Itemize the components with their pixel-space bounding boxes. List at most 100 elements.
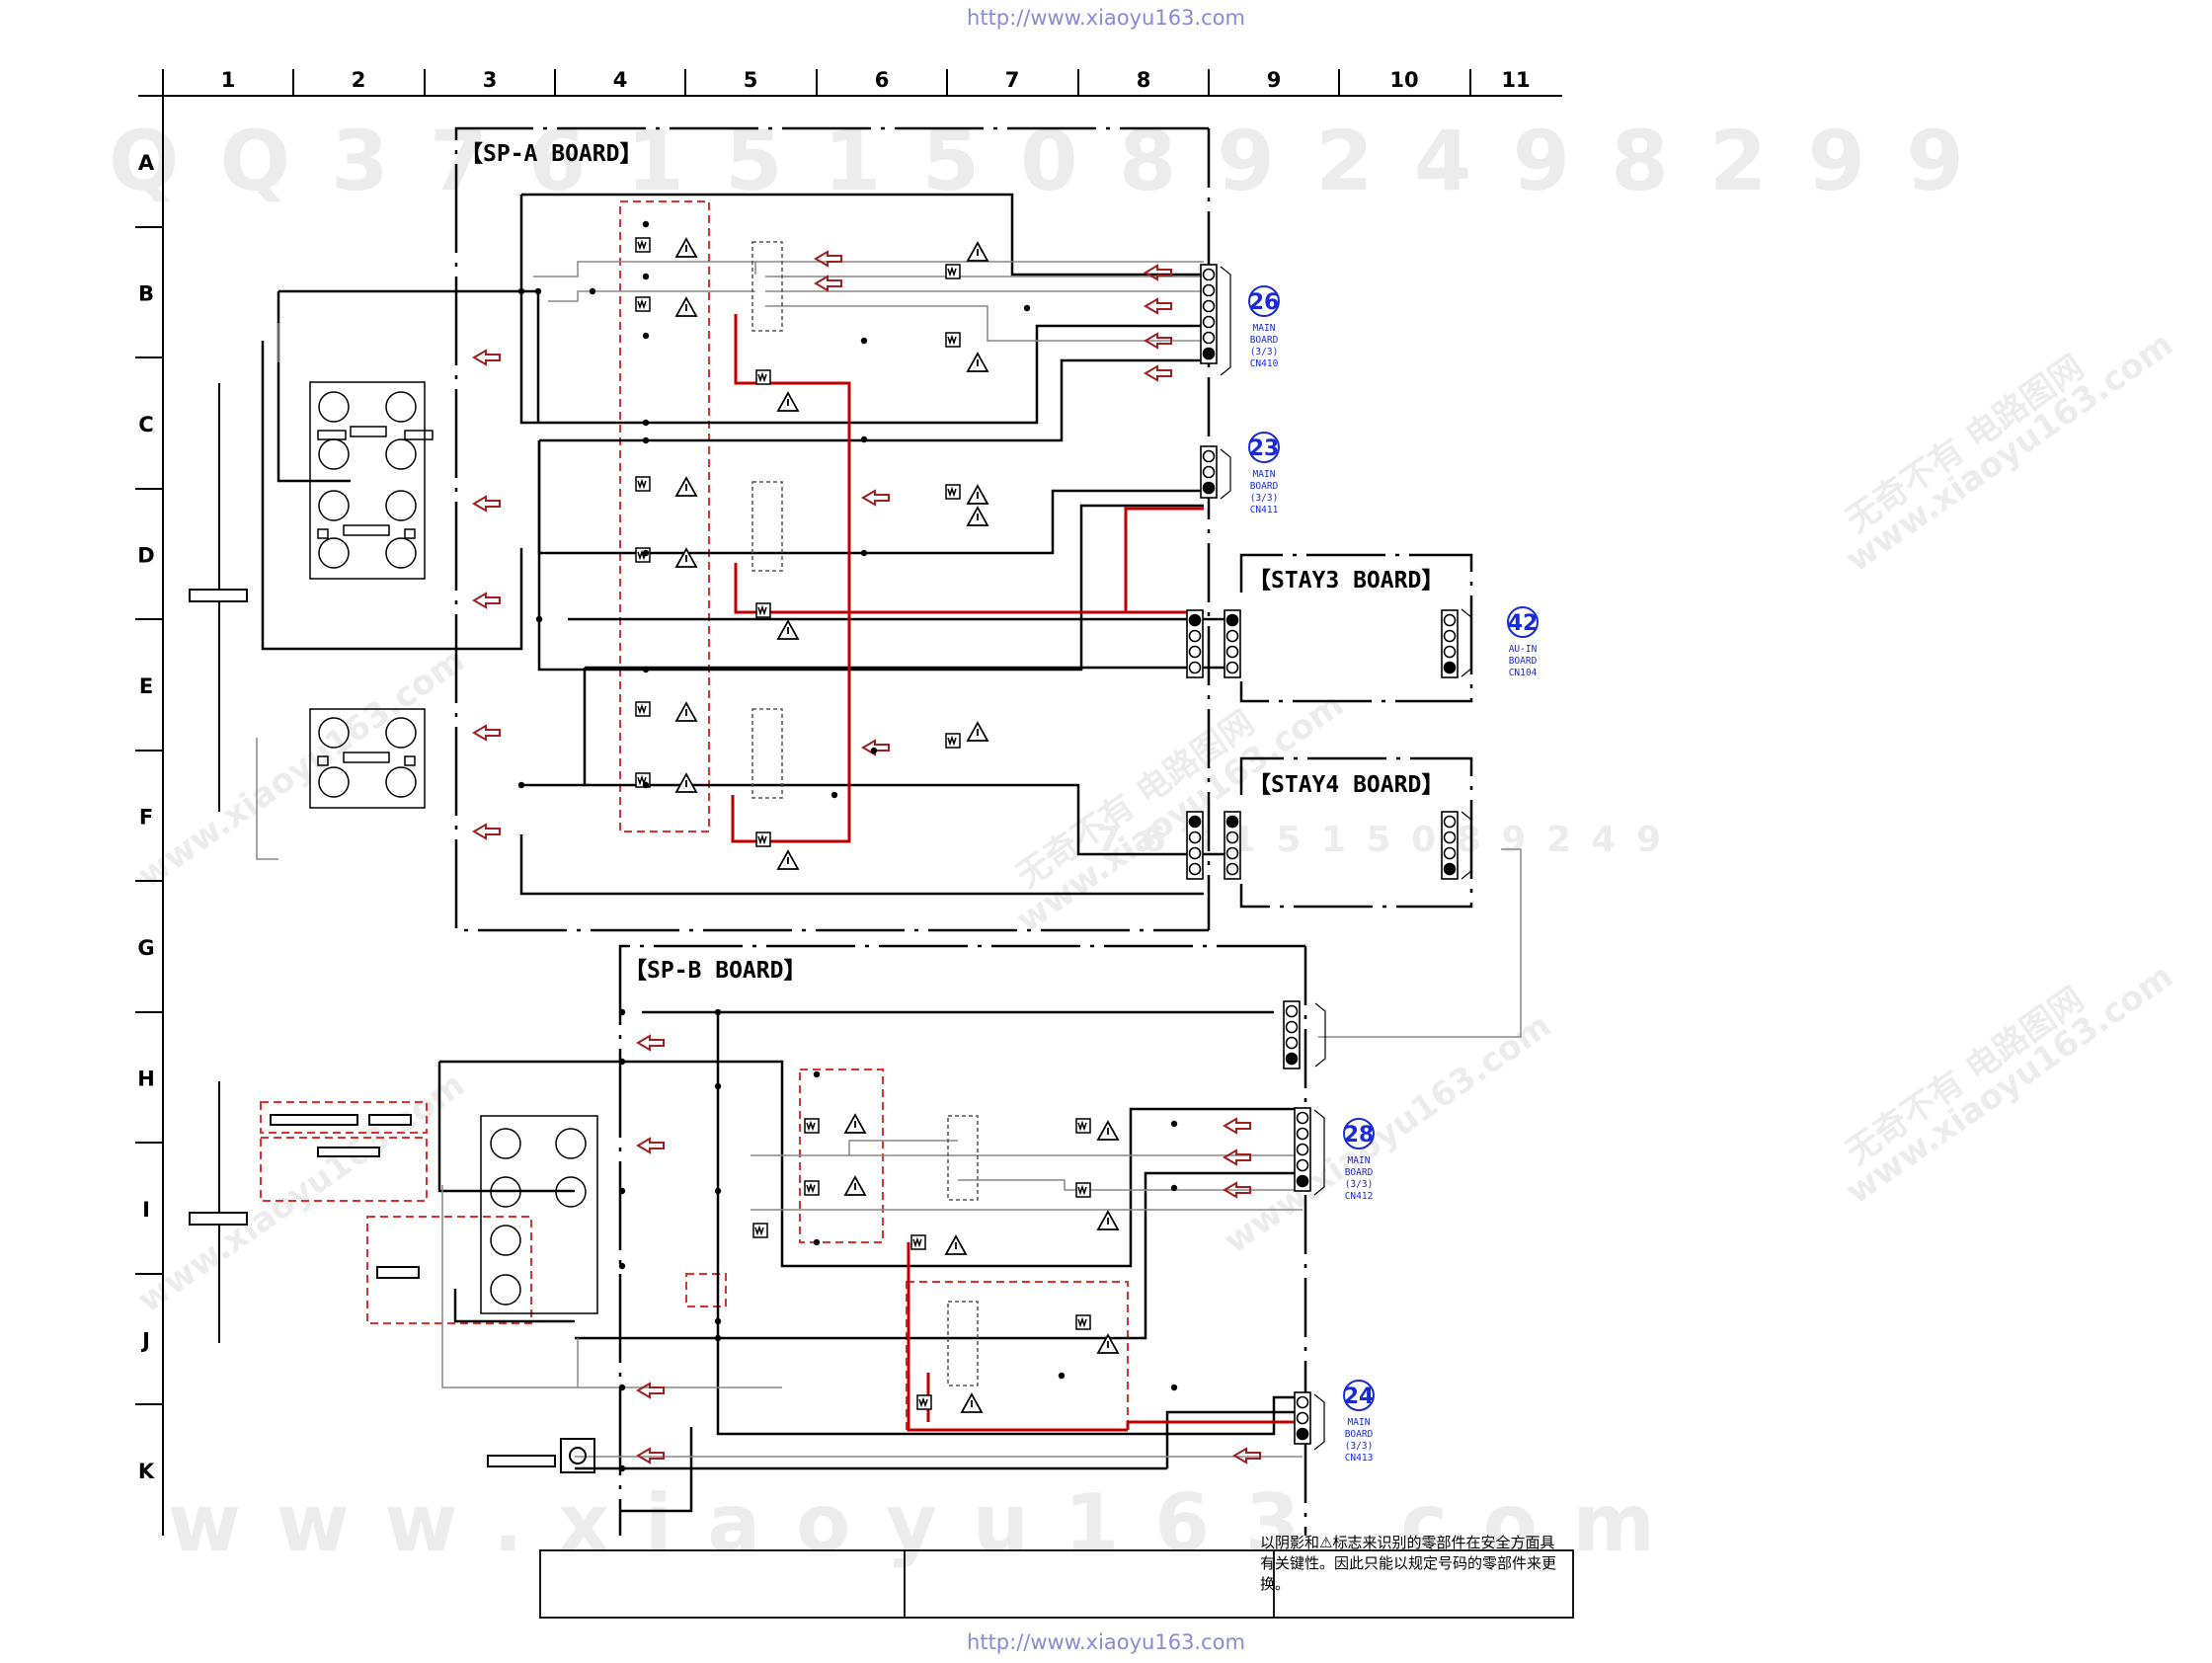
connector-pin (1443, 645, 1457, 659)
junction-dot (618, 1187, 626, 1195)
footer-url[interactable]: http://www.xiaoyu163.com (967, 1630, 1245, 1654)
sp-a-board-title: 【SP-A BOARD】 (460, 141, 642, 167)
connector-pin (1285, 1020, 1299, 1034)
row-label-D: D (137, 544, 154, 568)
stay4-board-title: 【STAY4 BOARD】 (1248, 772, 1444, 798)
left-rails (189, 383, 595, 1473)
junction-dot (714, 1334, 722, 1342)
connector-pin (1443, 846, 1457, 860)
sp-b-board-outline (618, 944, 1305, 1536)
watermark-site-2: www.xiaoyu163.com (1839, 957, 2180, 1213)
junction-dot (618, 1262, 626, 1270)
column-label-9: 9 (1267, 68, 1282, 92)
connector-pin (1296, 1143, 1309, 1156)
connector-pin (1188, 815, 1202, 829)
callout-circle (1343, 1380, 1375, 1411)
safety-regions (260, 200, 1129, 1431)
connector-pin (1225, 645, 1239, 659)
column-label-4: 4 (613, 68, 628, 92)
resistor-zigzag (637, 239, 647, 251)
signal-arrow (1144, 264, 1172, 281)
callout-number: 28 (1344, 1123, 1375, 1148)
callout-label-line: BOARD (1345, 1429, 1374, 1440)
signal-arrow (636, 1137, 665, 1154)
resistor-zigzag (947, 735, 957, 747)
connector-pin (1225, 629, 1239, 643)
connector-pin (1202, 465, 1216, 479)
terminal-label-box (404, 755, 416, 766)
connector-bracket (1313, 1109, 1325, 1196)
signal-arrow (636, 1382, 665, 1399)
signal-arrow (1223, 1117, 1251, 1135)
junction-dot (642, 436, 650, 444)
watermark-digits-top: Q Q 3 7 6 1 5 1 5 0 8 9 2 4 9 8 2 9 9 (109, 113, 1970, 209)
connector-pin (1296, 1158, 1309, 1172)
junction-dots (517, 220, 1178, 1472)
terminal-label-box (317, 755, 329, 766)
resistor-symbols (635, 237, 1091, 1410)
speaker-terminal (318, 537, 350, 569)
speaker-terminal (385, 391, 417, 423)
signal-arrow (814, 275, 842, 292)
connector-pin (1225, 862, 1239, 876)
junction-dot (642, 419, 650, 427)
terminal-label-box (317, 430, 347, 440)
callout-label-line: (3/3) (1250, 347, 1279, 357)
connector-pin (1188, 661, 1202, 674)
resistor-zigzag (754, 1225, 764, 1236)
speaker-terminals (309, 381, 598, 1314)
signal-arrows (472, 250, 1261, 1465)
junction-dot (642, 549, 650, 557)
callout-circle (1248, 285, 1280, 317)
watermark-site-1: www.xiaoyu163.com (1839, 325, 2180, 581)
callout-label-line: BOARD (1509, 656, 1538, 667)
connector-pin (1296, 1427, 1309, 1441)
resistor-zigzag (757, 371, 767, 383)
resistor-zigzag (1077, 1120, 1087, 1132)
callout-label-line: MAIN (1253, 323, 1276, 334)
callout-label-line: CN410 (1250, 358, 1279, 369)
connector-pin (1202, 283, 1216, 297)
signal-arrow (636, 1034, 665, 1052)
sp-a-board-outline (454, 126, 1209, 932)
resistor-zigzag (806, 1120, 816, 1132)
resistor-zigzag (1077, 1316, 1087, 1328)
connector-pin (1443, 862, 1457, 876)
speaker-terminal (318, 391, 350, 423)
header-url[interactable]: http://www.xiaoyu163.com (967, 6, 1245, 30)
connector-pin (1202, 449, 1216, 463)
column-label-3: 3 (483, 68, 498, 92)
speaker-terminal (318, 438, 350, 470)
connector-bracket (1313, 1393, 1325, 1451)
junction-dot (1170, 1184, 1178, 1192)
connector-housing (1224, 811, 1241, 880)
connector-pin (1296, 1127, 1309, 1141)
connector-pin (1443, 629, 1457, 643)
connector-pin (1225, 815, 1239, 829)
signal-arrow (861, 489, 890, 507)
connector-housing (1283, 1000, 1301, 1069)
junction-dot (870, 747, 878, 754)
connector-pin (1296, 1174, 1309, 1188)
speaker-terminal (490, 1176, 521, 1208)
connector-bracket (1220, 266, 1231, 376)
connector-housing (1441, 811, 1459, 880)
watermark-site-5: www.xiaoyu163.com (130, 1066, 472, 1321)
junction-dot (860, 436, 868, 443)
sp-b-board-title: 【SP-B BOARD】 (624, 958, 806, 984)
connector-pin (1188, 862, 1202, 876)
connector-pin (1202, 299, 1216, 313)
watermark-site-6: www.xiaoyu163.com (1217, 1006, 1558, 1262)
callout-circle (1343, 1118, 1375, 1149)
connector-pin (1225, 613, 1239, 627)
board-titles: 【SP-A BOARD】 【SP-B BOARD】 【STAY3 BOARD】 … (460, 141, 1444, 984)
callout-label-line: MAIN (1348, 1155, 1371, 1166)
connector-pin (1188, 846, 1202, 860)
callout-label-line: MAIN (1348, 1417, 1371, 1428)
column-label-6: 6 (875, 68, 890, 92)
speaker-terminal (385, 537, 417, 569)
resistor-zigzag (637, 298, 647, 310)
